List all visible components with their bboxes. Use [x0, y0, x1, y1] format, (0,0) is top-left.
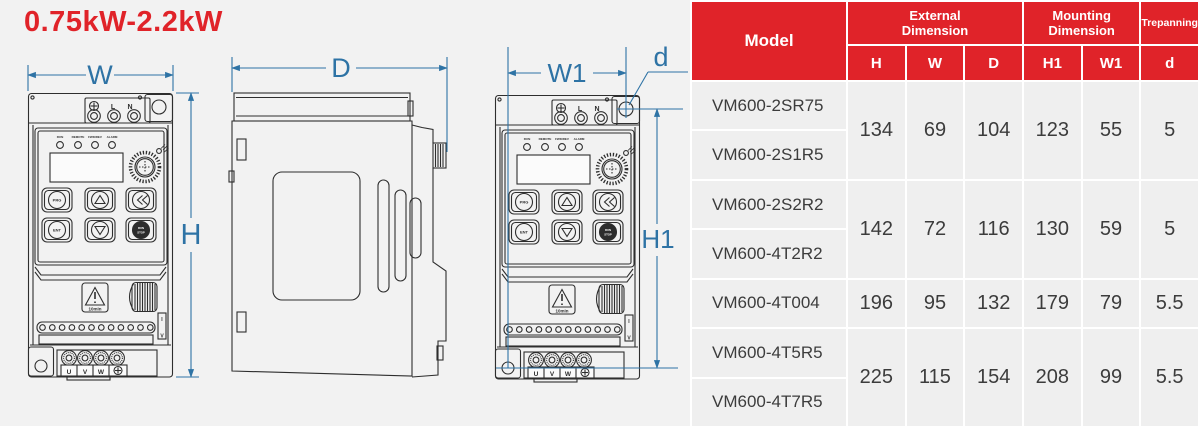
value-cell: 5: [1141, 82, 1198, 179]
side-ribbed-knob: [432, 142, 447, 169]
d-depth-label: D: [331, 53, 351, 83]
h1-label: H1: [641, 224, 674, 254]
dimension-drawings: L N RU: [26, 42, 688, 384]
value-cell: 132: [965, 279, 1022, 328]
dimension-w1: W1: [507, 47, 627, 368]
model-cell: VM600-4T5R5: [692, 329, 846, 377]
dimension-spec-table: Model External Dimension Mounting Dimens…: [690, 0, 1198, 426]
value-cell: 79: [1082, 279, 1140, 328]
value-cell: 69: [906, 82, 964, 179]
value-cell: 225: [848, 329, 905, 426]
w1-label: W1: [548, 58, 587, 88]
inverter-side-view: [228, 92, 447, 378]
dimension-h1: H1: [496, 108, 683, 369]
value-cell: 99: [1082, 329, 1140, 426]
column-group-external-dimension: External Dimension: [848, 2, 1022, 44]
model-cell: VM600-2S2R2: [692, 180, 846, 229]
dimension-hole-d: d: [628, 42, 688, 106]
value-cell: 59: [1082, 180, 1140, 278]
value-cell: 130: [1024, 180, 1081, 278]
front-view-drawing: W H: [26, 60, 202, 382]
column-header-h: H: [848, 46, 905, 80]
model-cell: VM600-2SR75: [692, 82, 846, 130]
value-cell: 95: [906, 279, 964, 328]
w-label: W: [87, 60, 113, 90]
value-cell: 104: [965, 82, 1022, 179]
column-header-h1: H1: [1024, 46, 1081, 80]
model-cell: VM600-4T004: [692, 279, 846, 328]
column-group-trepanning: Trepanning: [1141, 2, 1198, 44]
column-header-w: W: [906, 46, 964, 80]
value-cell: 5.5: [1141, 329, 1198, 426]
page-title: 0.75kW-2.2kW: [24, 6, 223, 38]
value-cell: 134: [848, 82, 905, 179]
value-cell: 72: [906, 180, 964, 278]
dimension-d: D: [231, 53, 448, 152]
value-cell: 55: [1082, 82, 1140, 179]
side-view-drawing: D: [228, 53, 448, 378]
value-cell: 5.5: [1141, 279, 1198, 328]
model-cell: VM600-2S1R5: [692, 131, 846, 179]
column-header-hole-d: d: [1141, 46, 1198, 80]
model-cell: VM600-4T7R5: [692, 378, 846, 426]
dimension-h: H: [176, 92, 202, 378]
value-cell: 208: [1024, 329, 1081, 426]
column-header-w1: W1: [1082, 46, 1140, 80]
column-header-d: D: [965, 46, 1022, 80]
value-cell: 142: [848, 180, 905, 278]
dimension-w: W: [27, 60, 174, 91]
hole-d-label: d: [653, 42, 668, 72]
value-cell: 123: [1024, 82, 1081, 179]
value-cell: 179: [1024, 279, 1081, 328]
value-cell: 154: [965, 329, 1022, 426]
mounting-view-drawing: W1 H1 d: [493, 42, 688, 384]
value-cell: 116: [965, 180, 1022, 278]
value-cell: 115: [906, 329, 964, 426]
value-cell: 5: [1141, 180, 1198, 278]
model-cell: VM600-4T2R2: [692, 230, 846, 278]
h-label: H: [181, 219, 202, 251]
value-cell: 196: [848, 279, 905, 328]
column-group-mounting-dimension: Mounting Dimension: [1024, 2, 1140, 44]
column-header-model: Model: [692, 2, 846, 80]
